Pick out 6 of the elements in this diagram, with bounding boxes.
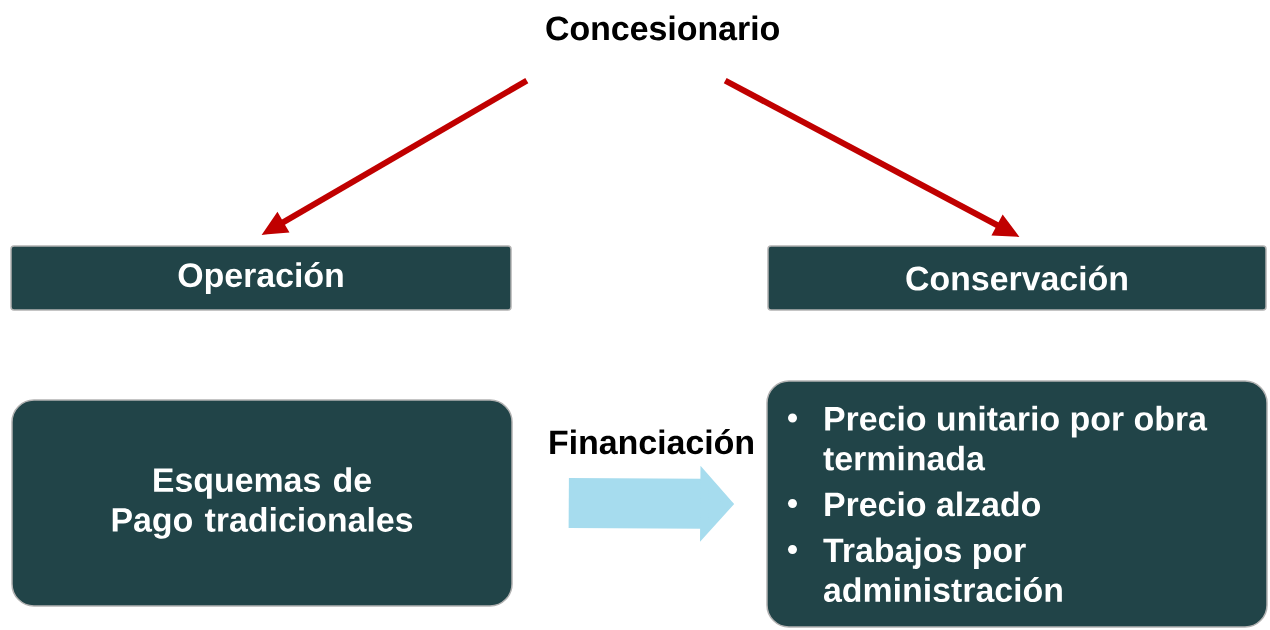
rounded-box: Precio unitario por obra terminada Precio alzado Trabajos por administración [766, 380, 1268, 628]
heading-text: Concesionario [546, 15, 779, 41]
title-bar: Conservación [767, 245, 1267, 311]
title-bar: Operación [10, 245, 512, 311]
rounded-box: Esquemas de Pago tradicionales [11, 399, 513, 607]
edge-label: Financiación [550, 429, 753, 455]
